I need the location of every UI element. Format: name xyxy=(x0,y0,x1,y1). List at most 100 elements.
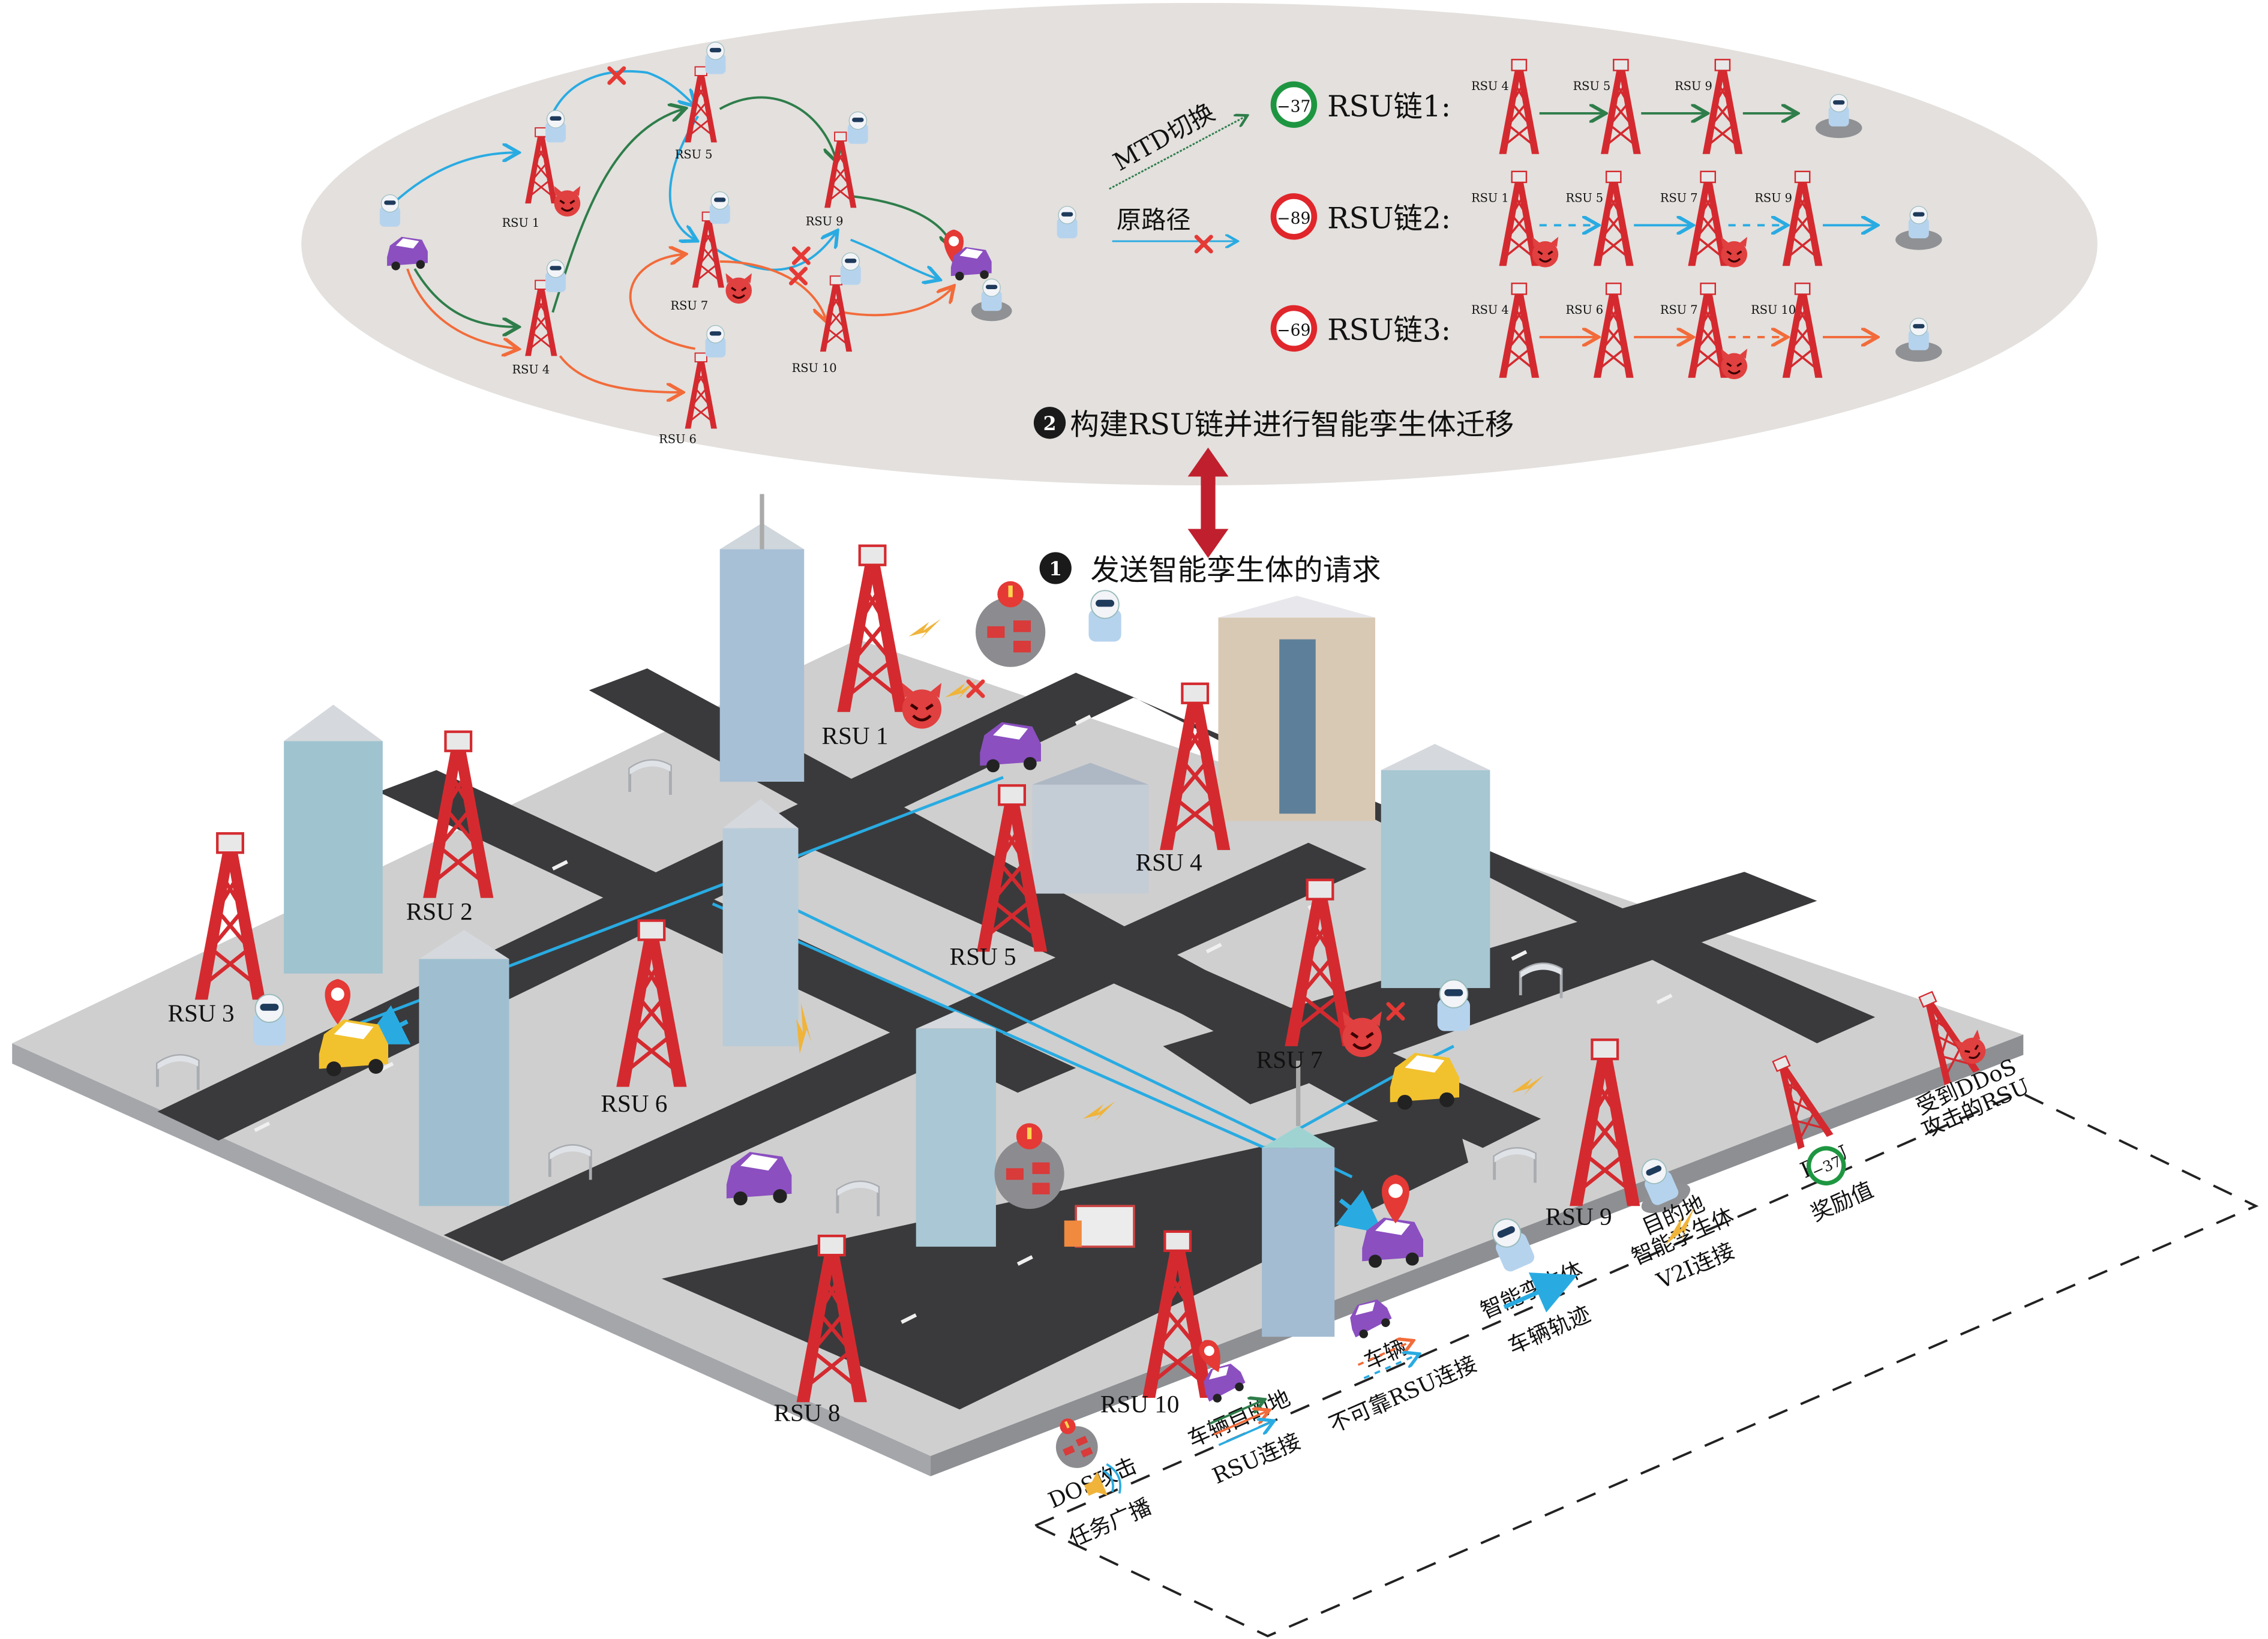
destination-twin-icon xyxy=(1828,94,1850,127)
reward-badge xyxy=(1270,305,1318,352)
reward-badge xyxy=(1270,81,1318,128)
destination-platform xyxy=(1895,229,1942,250)
dos-attack-icon xyxy=(976,581,1046,667)
rsu-label: RSU 3 xyxy=(168,999,235,1027)
chain-rsu-label: RSU 5 xyxy=(1573,79,1611,93)
city-rsu-3: RSU 3 xyxy=(168,833,266,1027)
devil-icon xyxy=(724,272,753,305)
reward-value: −89 xyxy=(1277,209,1310,228)
step-badge xyxy=(1033,407,1066,439)
building xyxy=(1381,744,1490,988)
chain-name: RSU链1: xyxy=(1327,90,1451,124)
reward-value: −69 xyxy=(1277,321,1310,340)
city-rsu-9: RSU 9 xyxy=(1546,1040,1640,1230)
chain-rsu-label: RSU 7 xyxy=(1660,191,1698,205)
chain-rsu-label: RSU 9 xyxy=(1754,191,1792,205)
blue-edge xyxy=(544,70,694,139)
building xyxy=(719,494,805,782)
orange-edge xyxy=(843,288,953,317)
city-rsu-1: RSU 1 xyxy=(822,546,942,749)
graph-node-rsu10: RSU 10 xyxy=(792,252,862,375)
rsu-label: RSU 7 xyxy=(1256,1046,1323,1073)
orange-edge xyxy=(406,268,517,349)
twin-icon xyxy=(1436,978,1471,1032)
blue-edge xyxy=(850,238,938,279)
v2i-icon xyxy=(908,619,941,640)
devil-icon xyxy=(1720,347,1748,380)
rsu-label: RSU 1 xyxy=(502,216,540,230)
chain-rsu-label: RSU 10 xyxy=(1751,303,1796,317)
building xyxy=(284,704,383,974)
building xyxy=(916,1011,996,1247)
city-rsu-5: RSU 5 xyxy=(950,785,1048,970)
rsu-label: RSU 8 xyxy=(774,1399,841,1427)
rsu-label: RSU 4 xyxy=(1136,848,1202,876)
rsu-label: RSU 5 xyxy=(675,148,713,161)
step-number: 1 xyxy=(1049,558,1062,580)
destination-twin-icon xyxy=(980,278,1003,312)
trajectory-arrow-icon xyxy=(1336,1190,1384,1234)
rsu-label: RSU 9 xyxy=(1546,1203,1612,1230)
graph-node-rsu9: RSU 9 xyxy=(806,111,869,228)
destination-platform xyxy=(1895,341,1942,362)
devil-icon xyxy=(1720,236,1748,269)
unreliable-link-icon xyxy=(1357,1341,1417,1379)
building xyxy=(1218,596,1376,821)
destination-twin-icon xyxy=(1907,205,1930,239)
step2-label: 构建RSU链并进行智能孪生体迁移 xyxy=(1070,408,1514,442)
devil-icon xyxy=(553,185,581,218)
rsu-link-arrows-icon xyxy=(1209,1400,1272,1446)
bidirectional-arrow xyxy=(1187,447,1229,559)
legend: DOS攻击任务广播车辆目的地RSU连接车辆不可靠RSU连接智能孪生体车辆轨迹目的… xyxy=(1032,986,2259,1638)
rsu-label: RSU 7 xyxy=(671,299,709,313)
destination-platform xyxy=(1815,118,1862,139)
step-badge xyxy=(1039,552,1072,584)
rsu-network-graph: RSU 1 RSU 4 RSU 5 RSU 6 RSU 7 RSU 9 RSU … xyxy=(379,41,1012,446)
rsu-label: RSU 6 xyxy=(601,1089,667,1117)
chain-name: RSU链3: xyxy=(1327,314,1451,347)
orange-edge xyxy=(719,260,826,320)
chain-rsu-label: RSU 1 xyxy=(1471,191,1509,205)
step-number: 2 xyxy=(1043,413,1057,435)
building xyxy=(1262,1061,1335,1337)
graph-node-rsu4: RSU 4 xyxy=(512,259,567,376)
truck-icon xyxy=(1064,1205,1135,1248)
orange-edge xyxy=(559,355,680,392)
devil-icon xyxy=(1531,236,1559,269)
graph-node-rsu5: RSU 5 xyxy=(675,41,727,161)
trajectory-arrow-icon xyxy=(1503,1272,1578,1313)
graph-node-rsu1: RSU 1 xyxy=(502,109,581,230)
smart-city-scene: RSU 1 RSU 2 RSU 3 RSU 4 RSU 5 RSU 6 RSU … xyxy=(12,494,2024,1476)
top-panel: RSU 1 RSU 4 RSU 5 RSU 6 RSU 7 RSU 9 RSU … xyxy=(301,2,2098,485)
rsu-label: RSU 4 xyxy=(512,362,550,376)
twin-icon xyxy=(379,194,401,228)
rsu-label: RSU 9 xyxy=(806,214,844,228)
chain-rsu-label: RSU 7 xyxy=(1660,303,1698,317)
orange-edge xyxy=(629,254,695,350)
rsu-label: RSU 10 xyxy=(1100,1390,1180,1418)
city-rsu-10: RSU 10 xyxy=(1100,1232,1213,1418)
reward-badge xyxy=(1270,193,1318,240)
city-rsu-4: RSU 4 xyxy=(1136,684,1231,876)
top-panel-background xyxy=(301,2,2098,485)
legend-border xyxy=(1032,1091,2259,1638)
chain-rsu-label: RSU 4 xyxy=(1471,79,1509,93)
buildings xyxy=(284,494,1490,1337)
blue-edge xyxy=(385,152,517,212)
twin-icon xyxy=(1056,205,1078,239)
rsu-label: RSU 6 xyxy=(659,433,697,446)
graph-node-rsu7: RSU 7 xyxy=(671,191,753,313)
mtd-arrow xyxy=(1109,116,1246,190)
city-rsu-8: RSU 8 xyxy=(774,1236,867,1427)
building xyxy=(419,930,509,1206)
trajectory-line xyxy=(791,906,1353,1178)
chain-rsu-label: RSU 6 xyxy=(1566,303,1604,317)
reward-value: −37 xyxy=(1277,97,1310,116)
step1-caption: 1 发送智能孪生体的请求 xyxy=(1039,552,1381,587)
rsu-label: RSU 5 xyxy=(950,942,1016,970)
green-edge xyxy=(413,268,517,327)
chain-rsu-label: RSU 5 xyxy=(1566,191,1604,205)
broadcast-icon xyxy=(1084,1463,1121,1496)
